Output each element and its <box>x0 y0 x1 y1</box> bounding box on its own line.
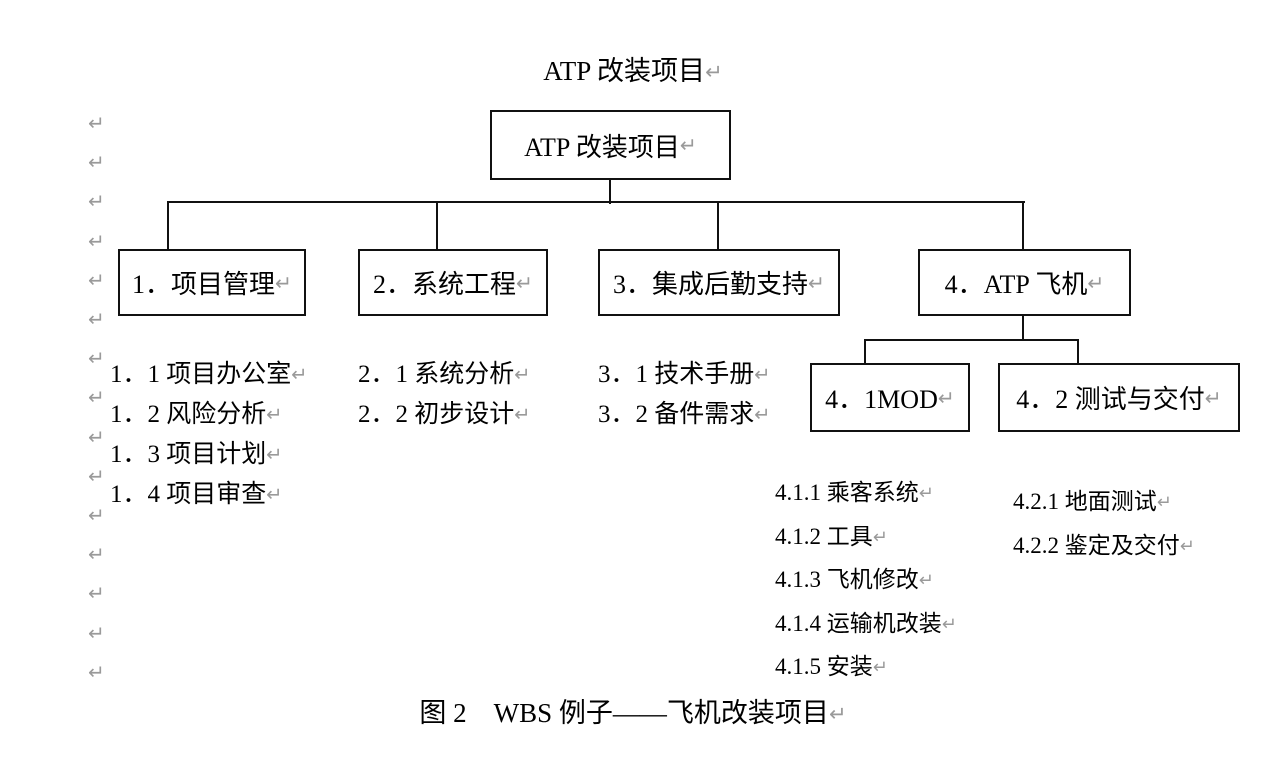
leaf-item-label: 3．2 备件需求 <box>598 401 755 428</box>
leaf-item-label: 3．1 技术手册 <box>598 361 755 388</box>
return-mark-icon: ↵ <box>918 569 934 591</box>
node-root-label: ATP 改装项目 <box>524 132 680 162</box>
leaf-item-pm: 1．2 风险分析↵ <box>110 402 283 427</box>
leaf-item-pm: 1．4 项目审查↵ <box>110 482 283 507</box>
return-mark-icon: ↵ <box>1156 491 1172 513</box>
leaf-item-label: 4.2.1 地面测试 <box>1013 489 1157 514</box>
node-2-label: 2．系统工程 <box>373 270 517 299</box>
leaf-item-mod: 4.1.4 运输机改装↵ <box>775 612 957 635</box>
leaf-item-label: 1．4 项目审查 <box>110 481 267 508</box>
paragraph-mark-icon: ↵ <box>88 620 105 645</box>
node-test-and-delivery[interactable]: 4．2 测试与交付↵ <box>998 363 1240 432</box>
leaf-item-label: 4.1.2 工具 <box>775 523 873 549</box>
leaf-item-pm: 1．1 项目办公室↵ <box>110 362 308 387</box>
leaf-item-se: 2．2 初步设计↵ <box>358 402 531 427</box>
page-title-text: ATP 改装项目 <box>543 56 706 86</box>
paragraph-mark-icon: ↵ <box>88 424 105 449</box>
leaf-item-pm: 1．3 项目计划↵ <box>110 442 283 467</box>
paragraph-mark-icon: ↵ <box>88 150 105 175</box>
return-mark-icon: ↵ <box>872 526 888 548</box>
node-4-label: 4．ATP 飞机 <box>944 270 1088 299</box>
return-mark-icon: ↵ <box>937 385 955 410</box>
return-mark-icon: ↵ <box>516 270 533 295</box>
node-project-management[interactable]: 1．项目管理↵ <box>118 249 306 316</box>
connector-drop-1 <box>167 201 170 250</box>
connector-drop-2 <box>436 201 439 250</box>
connector-node4-stem <box>1022 316 1025 341</box>
leaf-item-label: 4.1.1 乘客系统 <box>775 480 919 505</box>
paragraph-mark-icon: ↵ <box>88 581 105 606</box>
node-atp-aircraft[interactable]: 4．ATP 飞机↵ <box>918 249 1131 316</box>
return-mark-icon: ↵ <box>828 700 847 726</box>
node-3-label: 3．集成后勤支持 <box>613 270 809 299</box>
paragraph-mark-icon: ↵ <box>88 111 105 135</box>
leaf-item-label: 1．3 项目计划 <box>110 441 267 468</box>
leaf-item-mod: 4.1.5 安装↵ <box>775 655 888 678</box>
return-mark-icon: ↵ <box>1087 270 1105 295</box>
leaf-item-mod: 4.1.3 飞机修改↵ <box>775 568 934 591</box>
return-mark-icon: ↵ <box>705 58 723 84</box>
return-mark-icon: ↵ <box>291 362 308 386</box>
return-mark-icon: ↵ <box>514 402 531 426</box>
connector-drop-3 <box>717 201 720 250</box>
leaf-item-label: 4.1.4 运输机改装 <box>775 610 942 636</box>
return-mark-icon: ↵ <box>754 402 771 426</box>
leaf-item-ils: 3．1 技术手册↵ <box>598 362 771 387</box>
connector-drop-4-2 <box>1077 339 1080 364</box>
leaf-item-ils: 3．2 备件需求↵ <box>598 402 771 427</box>
leaf-item-td: 4.2.2 鉴定及交付↵ <box>1013 534 1195 557</box>
leaf-item-label: 2．2 初步设计 <box>358 401 515 428</box>
page-title: ATP 改装项目↵ <box>0 58 1266 85</box>
return-mark-icon: ↵ <box>266 482 283 506</box>
figure-caption-text: 图 2 WBS 例子——飞机改装项目 <box>419 698 829 728</box>
connector-drop-4 <box>1022 201 1025 250</box>
return-mark-icon: ↵ <box>872 656 888 678</box>
return-mark-icon: ↵ <box>918 482 934 504</box>
paragraph-mark-icon: ↵ <box>88 503 105 527</box>
leaf-item-se: 2．1 系统分析↵ <box>358 362 531 387</box>
leaf-item-label: 4.2.2 鉴定及交付 <box>1013 532 1180 558</box>
paragraph-mark-icon: ↵ <box>88 346 105 371</box>
return-mark-icon: ↵ <box>266 442 283 466</box>
return-mark-icon: ↵ <box>941 613 957 635</box>
return-mark-icon: ↵ <box>514 362 531 386</box>
connector-root-stem <box>609 180 612 204</box>
return-mark-icon: ↵ <box>679 133 697 157</box>
paragraph-mark-icon: ↵ <box>88 385 105 410</box>
leaf-item-label: 4.1.3 飞机修改 <box>775 567 919 592</box>
node-4-1-label: 4．1MOD <box>825 385 938 414</box>
return-mark-icon: ↵ <box>275 270 292 295</box>
paragraph-mark-icon: ↵ <box>88 267 105 292</box>
return-mark-icon: ↵ <box>1204 385 1222 410</box>
node-4-2-label: 4．2 测试与交付 <box>1016 385 1205 414</box>
node-1-label: 1．项目管理 <box>132 270 276 299</box>
leaf-item-label: 1．1 项目办公室 <box>110 361 292 388</box>
leaf-item-mod: 4.1.1 乘客系统↵ <box>775 481 934 504</box>
paragraph-mark-icon: ↵ <box>88 659 105 684</box>
connector-level3-bus <box>864 339 1079 342</box>
node-mod[interactable]: 4．1MOD↵ <box>810 363 970 432</box>
paragraph-mark-icon: ↵ <box>88 542 105 567</box>
node-integrated-logistics-support[interactable]: 3．集成后勤支持↵ <box>598 249 840 316</box>
paragraph-mark-icon: ↵ <box>88 228 105 253</box>
return-mark-icon: ↵ <box>808 270 825 295</box>
leaf-item-label: 4.1.5 安装 <box>775 654 873 679</box>
paragraph-mark-icon: ↵ <box>88 189 105 214</box>
figure-caption: 图 2 WBS 例子——飞机改装项目↵ <box>0 700 1266 727</box>
paragraph-mark-icon: ↵ <box>88 463 105 488</box>
return-mark-icon: ↵ <box>754 362 771 386</box>
leaf-item-label: 2．1 系统分析 <box>358 361 515 388</box>
node-root[interactable]: ATP 改装项目↵ <box>490 110 731 180</box>
leaf-item-label: 1．2 风险分析 <box>110 401 267 428</box>
paragraph-mark-icon: ↵ <box>88 307 105 331</box>
leaf-item-td: 4.2.1 地面测试↵ <box>1013 490 1172 513</box>
connector-level2-bus <box>167 201 1025 204</box>
leaf-item-mod: 4.1.2 工具↵ <box>775 525 888 548</box>
node-systems-engineering[interactable]: 2．系统工程↵ <box>358 249 548 316</box>
connector-drop-4-1 <box>864 339 867 364</box>
return-mark-icon: ↵ <box>266 402 283 426</box>
return-mark-icon: ↵ <box>1179 535 1195 557</box>
